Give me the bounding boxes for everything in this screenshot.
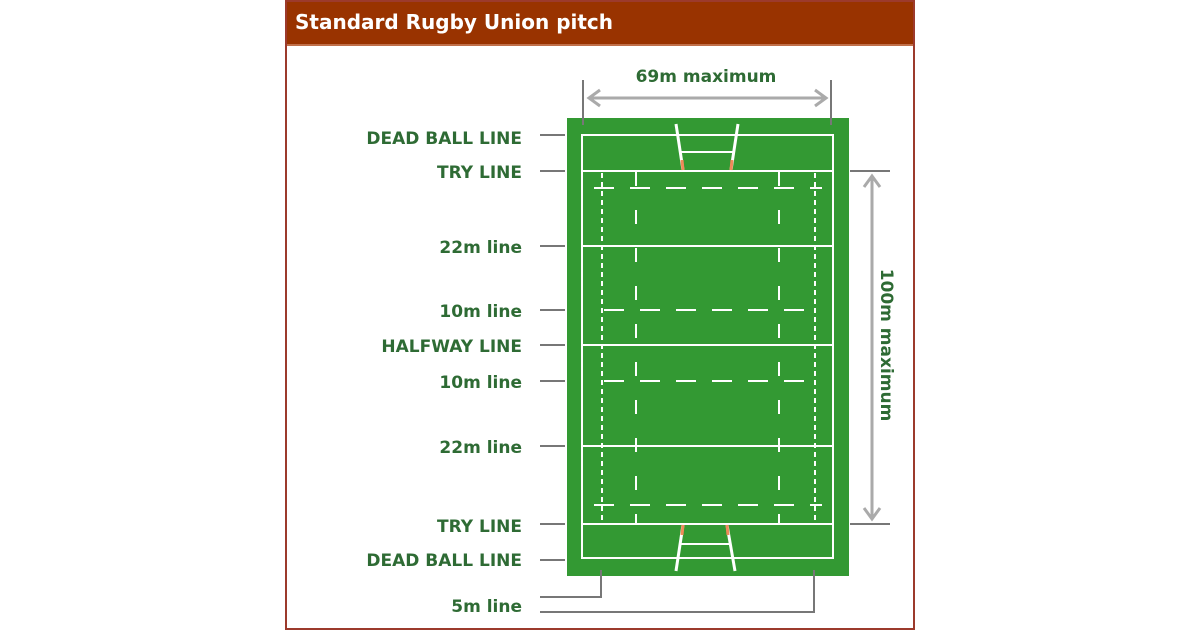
label-try-bottom: TRY LINE xyxy=(437,517,522,537)
label-dead-ball-top: DEAD BALL LINE xyxy=(366,129,522,149)
pitch-surface xyxy=(567,118,849,576)
width-arrow xyxy=(586,88,829,108)
header-bar: Standard Rugby Union pitch xyxy=(287,2,913,46)
goalposts-bottom xyxy=(674,524,737,572)
length-label: 100m maximum xyxy=(876,269,896,422)
label-5m: 5m line xyxy=(451,597,522,617)
label-halfway: HALFWAY LINE xyxy=(381,337,522,357)
leader-lines xyxy=(540,80,890,613)
label-10m-top: 10m line xyxy=(439,302,522,322)
label-try-top: TRY LINE xyxy=(437,163,522,183)
width-label: 69m maximum xyxy=(636,67,777,87)
label-dead-ball-bottom: DEAD BALL LINE xyxy=(366,551,522,571)
goalposts-top xyxy=(674,123,740,171)
label-22m-bottom: 22m line xyxy=(439,438,522,458)
length-arrow xyxy=(862,173,882,522)
diagram-title: Standard Rugby Union pitch xyxy=(295,10,614,34)
field-boundary xyxy=(581,134,834,559)
label-10m-bottom: 10m line xyxy=(439,373,522,393)
label-22m-top: 22m line xyxy=(439,238,522,258)
